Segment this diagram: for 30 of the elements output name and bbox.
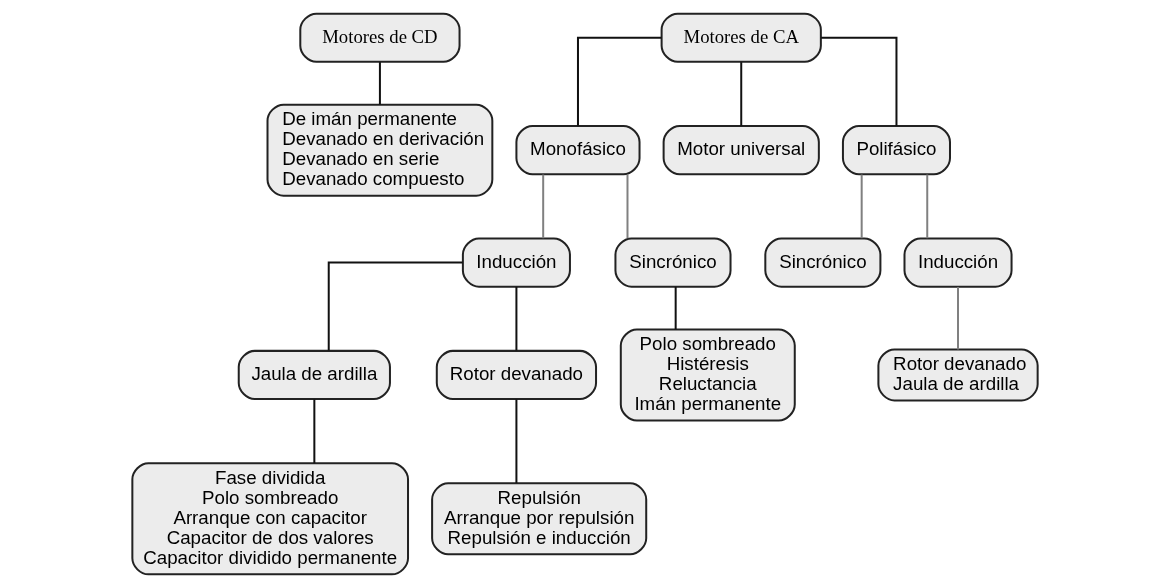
node-box: Motor universal: [662, 125, 820, 176]
node-box: Fase dividida Polo sombreado Arranque con capacitor Capacitor de dos valores Capacitor dividido permanente: [130, 462, 409, 576]
node-box: Sincrónico: [763, 237, 881, 288]
connector: [820, 36, 897, 126]
connector: [956, 286, 959, 350]
connector: [860, 174, 863, 239]
connector: [378, 62, 381, 105]
node-box: Inducción: [903, 237, 1013, 288]
connector: [626, 174, 628, 239]
node-box: Polifásico: [841, 125, 951, 176]
node-box: Sincrónico: [613, 237, 732, 288]
node-box: Motores de CD: [298, 12, 461, 63]
node-box: Inducción: [461, 237, 571, 288]
node-box: Motores de CA: [660, 12, 822, 63]
node-box: Repulsión Arranque por repulsión Repulsión e inducción: [430, 482, 647, 556]
node-box: Rotor devanado: [435, 349, 597, 401]
node-box: De imán permanente Devanado en derivación Devanado en serie Devanado compuesto: [266, 103, 493, 197]
connector: [541, 174, 544, 239]
connector: [514, 286, 517, 351]
node-box: Jaula de ardilla: [237, 349, 391, 401]
connector: [674, 286, 677, 330]
node-box: Polo sombreado Histéresis Reluctancia Imán permanente: [619, 328, 796, 422]
connector: [327, 261, 463, 351]
connector: [925, 174, 928, 239]
connector: [739, 62, 742, 126]
connector: [576, 36, 661, 126]
connector: [312, 399, 315, 464]
node-box: Rotor devanado Jaula de ardilla: [876, 348, 1039, 402]
connector: [514, 399, 517, 483]
node-box: Monofásico: [514, 125, 641, 176]
